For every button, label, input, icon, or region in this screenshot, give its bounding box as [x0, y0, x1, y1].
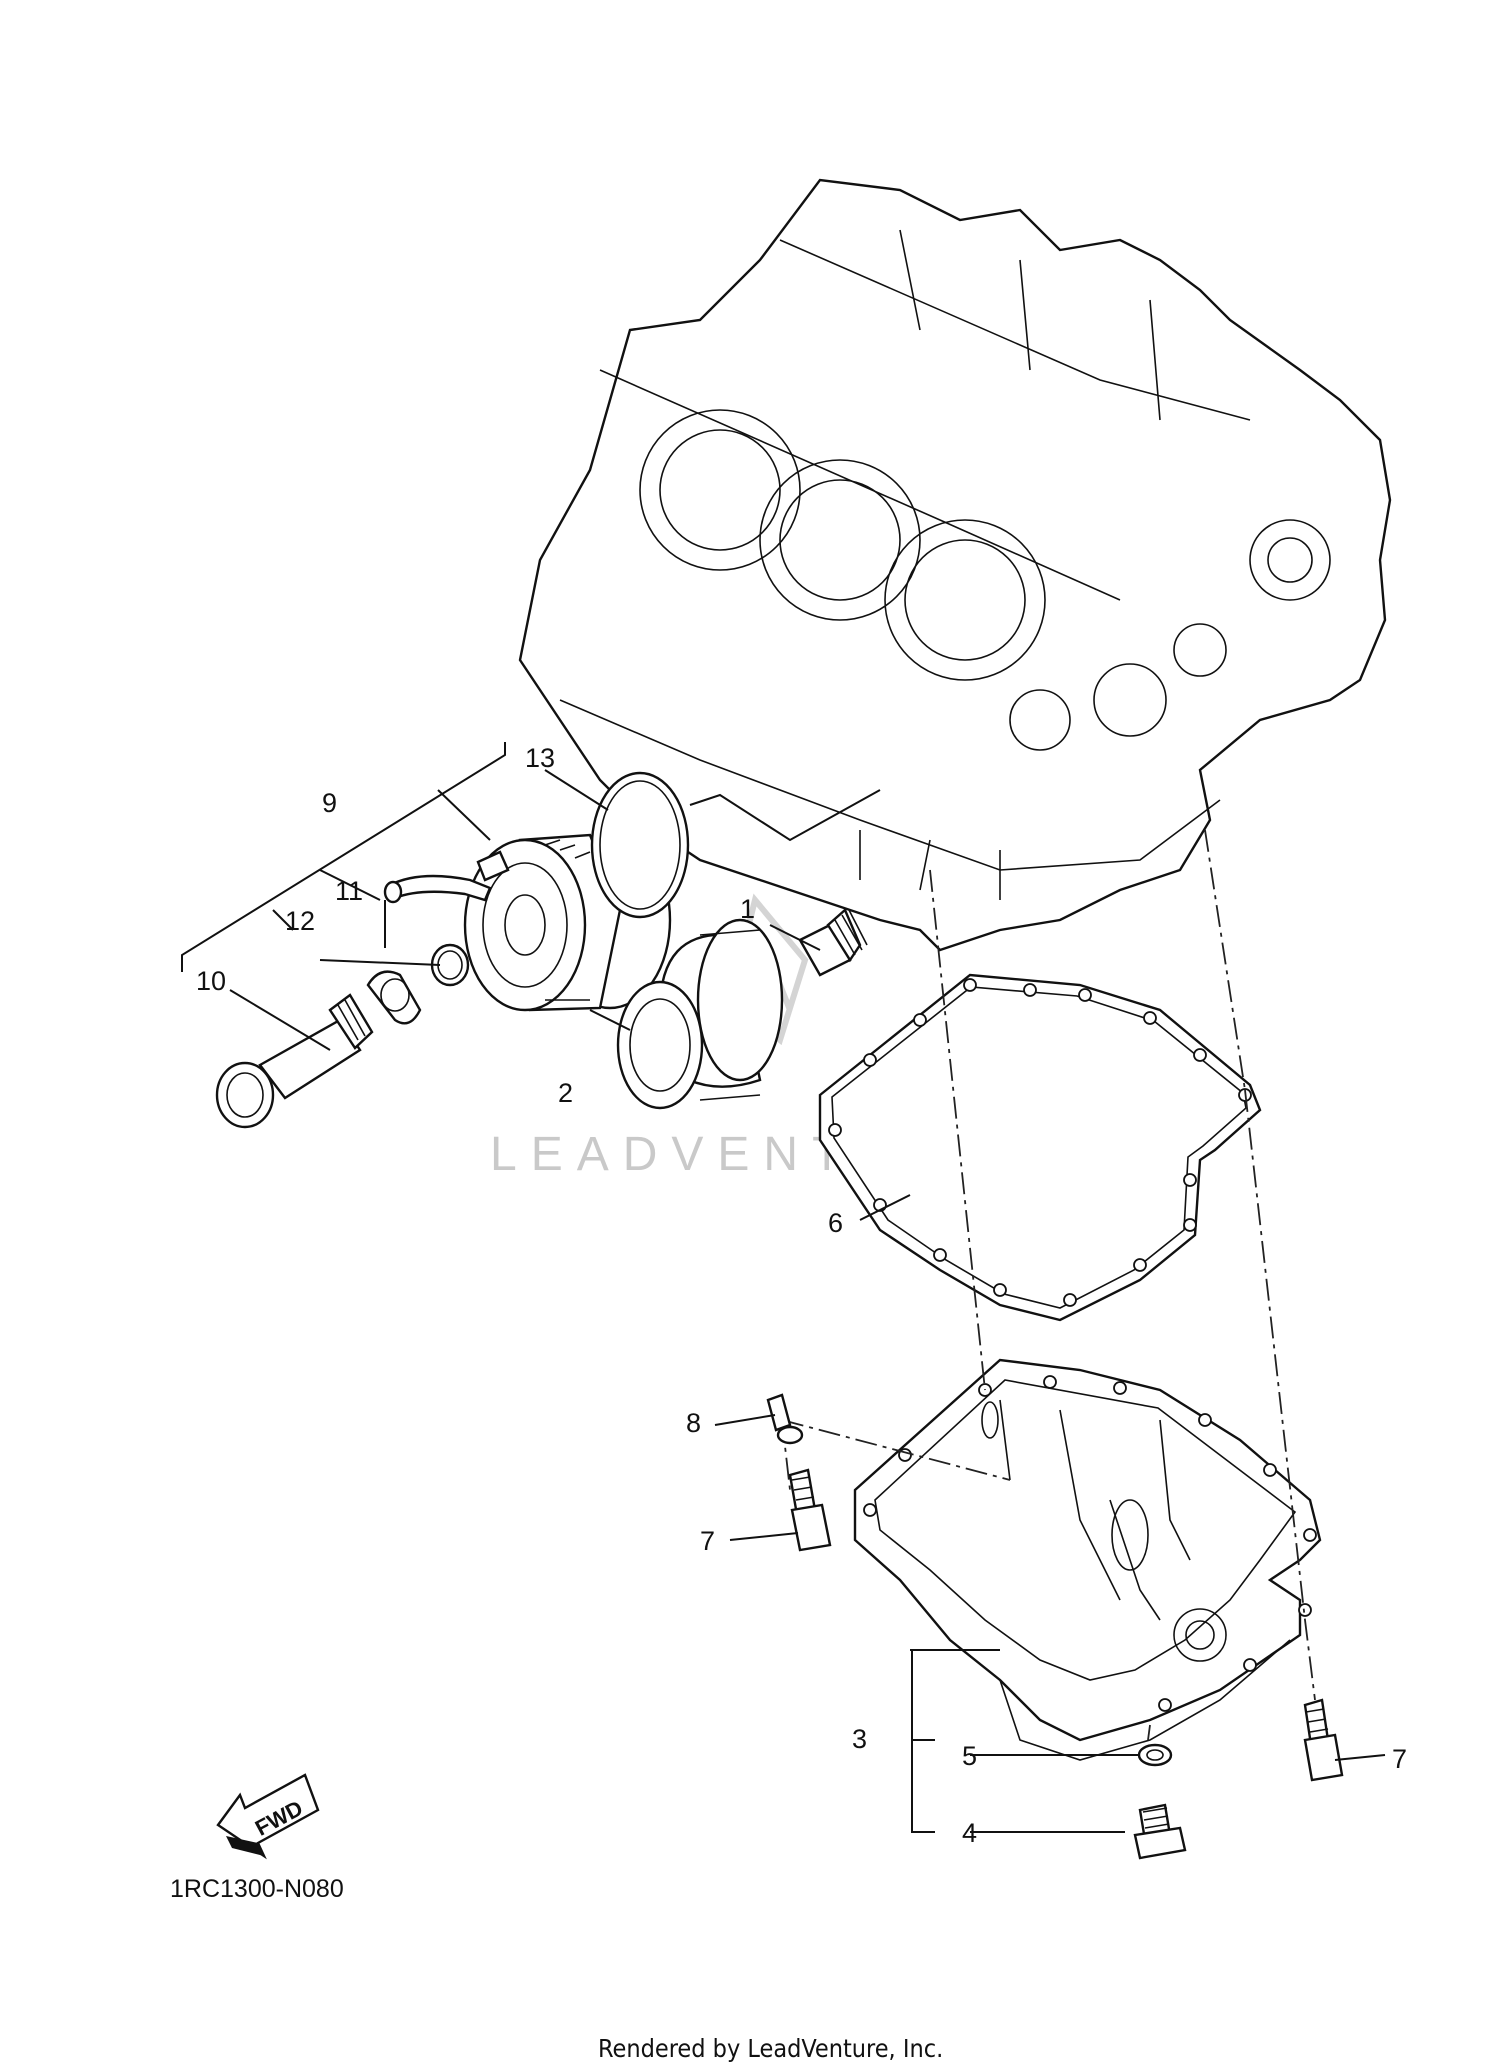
callout-7-right: 7: [1392, 1744, 1407, 1774]
callout-13: 13: [525, 743, 555, 773]
crankcase-assembly: [518, 178, 1392, 952]
drain-gasket: [1137, 1743, 1173, 1767]
callout-5: 5: [962, 1741, 977, 1771]
rendered-by-footer: Rendered by LeadVenture, Inc.: [598, 2034, 943, 2063]
callout-7-left: 7: [700, 1526, 715, 1556]
callout-11: 11: [335, 876, 363, 906]
callout-1: 1: [740, 894, 755, 924]
pan-bolt-left: [788, 1468, 832, 1552]
oil-pan-gasket: [818, 973, 1262, 1322]
callout-8: 8: [686, 1408, 701, 1438]
callout-12: 12: [285, 906, 315, 936]
callouts: 1 2 3 4 5 6 7 7 8 9 10 11 12 13: [196, 743, 1407, 1848]
callout-3: 3: [852, 1724, 867, 1754]
washer-plate-12: [366, 970, 422, 1025]
diagram-code: 1RC1300-N080: [170, 1875, 344, 1903]
union-bolt: [798, 908, 868, 977]
union-bolt-10: [215, 993, 374, 1129]
callout-6: 6: [828, 1208, 843, 1238]
alignment-lines: [781, 829, 1316, 1741]
oil-cooler: [383, 830, 672, 1012]
o-ring-13: [590, 771, 690, 919]
fwd-arrow-icon: FWD: [216, 1773, 320, 1860]
callout-9: 9: [322, 788, 337, 818]
callout-4: 4: [962, 1818, 977, 1848]
callout-10: 10: [196, 966, 226, 996]
leader-lines: [181, 742, 1386, 1833]
pan-bolt-right: [1303, 1698, 1344, 1782]
drain-bolt: [1133, 1803, 1187, 1860]
callout-2: 2: [558, 1078, 573, 1108]
clamp-8: [766, 1393, 804, 1445]
oil-pan: [853, 1358, 1322, 1761]
oil-filter: [616, 918, 784, 1110]
